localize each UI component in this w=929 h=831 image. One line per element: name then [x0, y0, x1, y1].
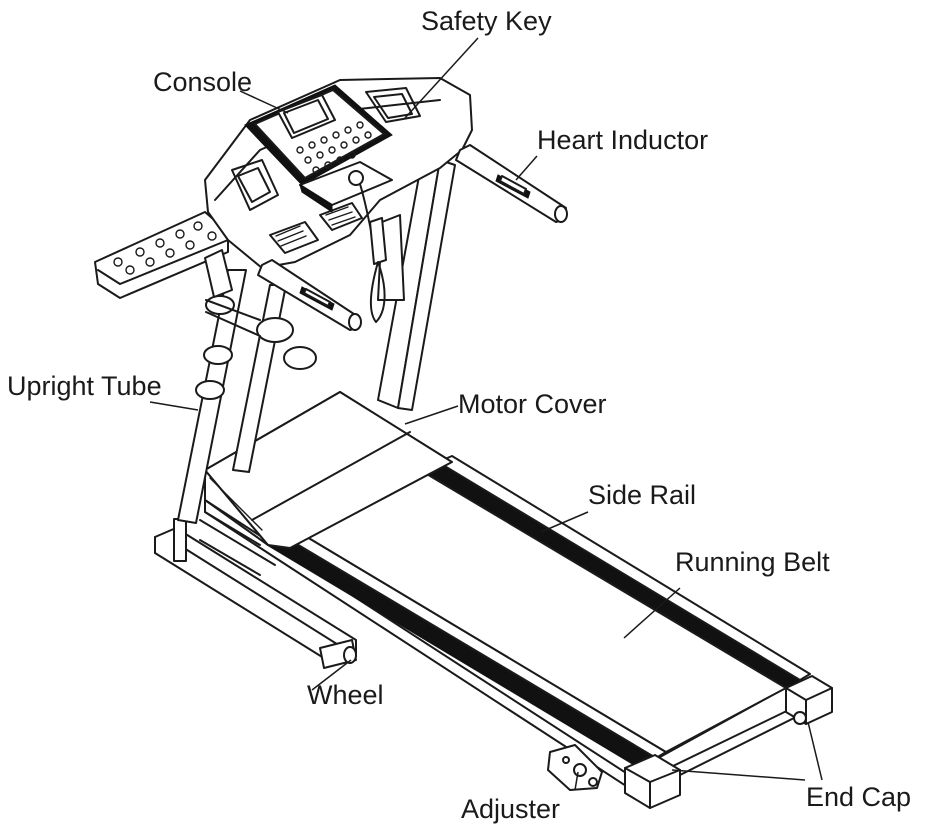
- label-heart-inductor: Heart Inductor: [537, 125, 709, 155]
- wheel: [319, 639, 357, 669]
- handlebars: [257, 144, 568, 331]
- accessory-board: [94, 211, 233, 299]
- label-wheel: Wheel: [307, 680, 384, 710]
- rollers: [195, 295, 317, 400]
- label-motor-cover: Motor Cover: [458, 389, 607, 419]
- motor-cover: [204, 391, 453, 549]
- label-side-rail: Side Rail: [588, 480, 697, 510]
- label-adjuster: Adjuster: [461, 794, 561, 824]
- base-frame: [154, 518, 357, 666]
- label-upright-tube: Upright Tube: [7, 371, 162, 401]
- label-console: Console: [153, 67, 253, 97]
- deck: [204, 391, 831, 796]
- end-caps: [624, 675, 833, 809]
- adjuster: [547, 744, 603, 791]
- label-end-cap: End Cap: [806, 782, 912, 812]
- label-safety-key: Safety Key: [421, 6, 552, 36]
- safety-key: [348, 170, 387, 323]
- label-running-belt: Running Belt: [675, 547, 830, 577]
- leader-lines: [149, 37, 823, 791]
